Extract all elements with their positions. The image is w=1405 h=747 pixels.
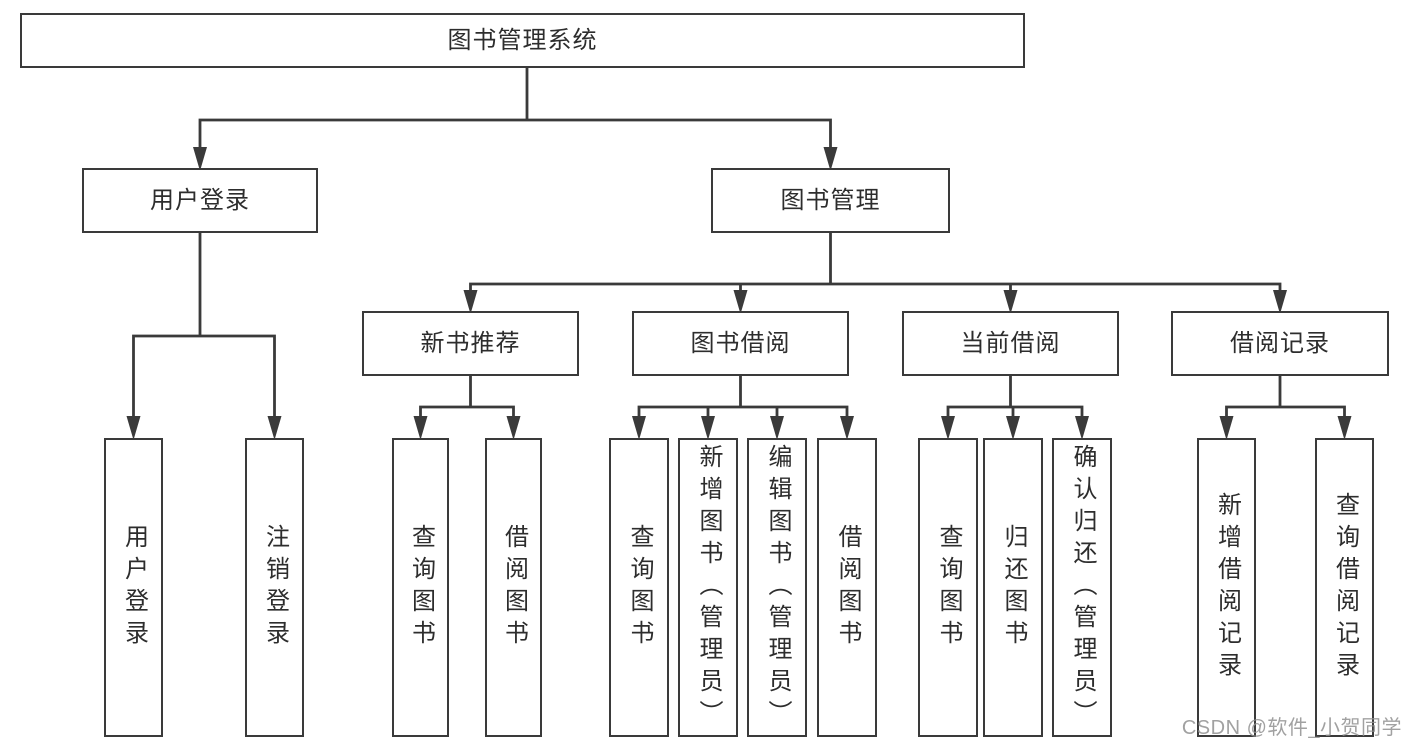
connector-newbook-to-leaves	[419, 374, 515, 419]
leaf-add-book-admin-label: 新增图书（管理员）	[695, 443, 722, 732]
node-user-login: 用户登录	[82, 168, 318, 233]
leaf-borrow-books-1-label: 借阅图书	[500, 523, 528, 652]
leaf-query-books-1-label: 查询图书	[407, 523, 435, 652]
leaf-return-book: 归还图书	[983, 438, 1043, 737]
leaf-borrow-books-2: 借阅图书	[817, 438, 877, 737]
leaf-add-borrow-record: 新增借阅记录	[1197, 438, 1256, 737]
connector-records-to-leaves	[1225, 374, 1346, 419]
leaf-query-borrow-record: 查询借阅记录	[1315, 438, 1374, 737]
node-root: 图书管理系统	[20, 13, 1025, 68]
leaf-query-books-2-label: 查询图书	[626, 523, 653, 652]
connector-root-to-level2	[198, 66, 832, 152]
leaf-user-login-label: 用户登录	[120, 523, 148, 652]
leaf-borrow-books-1: 借阅图书	[485, 438, 542, 737]
leaf-query-borrow-record-label: 查询借阅记录	[1331, 491, 1359, 684]
leaf-borrow-books-2-label: 借阅图书	[834, 523, 861, 652]
leaf-logout: 注销登录	[245, 438, 304, 737]
connector-current-to-leaves	[946, 374, 1084, 419]
arrowheads	[126, 147, 1352, 440]
leaf-return-book-label: 归还图书	[1000, 523, 1027, 652]
node-book-borrow: 图书借阅	[632, 311, 849, 376]
leaf-query-books-2: 查询图书	[609, 438, 669, 737]
connector-borrow-to-leaves	[637, 374, 849, 419]
leaf-confirm-return-admin: 确认归还（管理员）	[1052, 438, 1112, 737]
connector-mgmt-to-level3	[469, 231, 1282, 293]
leaf-user-login: 用户登录	[104, 438, 163, 737]
node-current-borrow: 当前借阅	[902, 311, 1119, 376]
leaf-add-borrow-record-label: 新增借阅记录	[1213, 491, 1241, 684]
leaf-add-book-admin: 新增图书（管理员）	[678, 438, 738, 737]
leaf-query-books-1: 查询图书	[392, 438, 449, 737]
node-borrow-records: 借阅记录	[1171, 311, 1389, 376]
leaf-query-books-3: 查询图书	[918, 438, 978, 737]
leaf-query-books-3-label: 查询图书	[935, 523, 962, 652]
leaf-confirm-return-admin-label: 确认归还（管理员）	[1069, 443, 1096, 732]
leaf-edit-book-admin-label: 编辑图书（管理员）	[764, 443, 791, 732]
node-book-management: 图书管理	[711, 168, 950, 233]
node-new-book-recommend: 新书推荐	[362, 311, 579, 376]
leaf-edit-book-admin: 编辑图书（管理员）	[747, 438, 807, 737]
connector-login-to-leaves	[132, 231, 276, 419]
csdn-watermark: CSDN @软件_小贺同学	[1181, 717, 1402, 739]
leaf-logout-label: 注销登录	[261, 523, 289, 652]
